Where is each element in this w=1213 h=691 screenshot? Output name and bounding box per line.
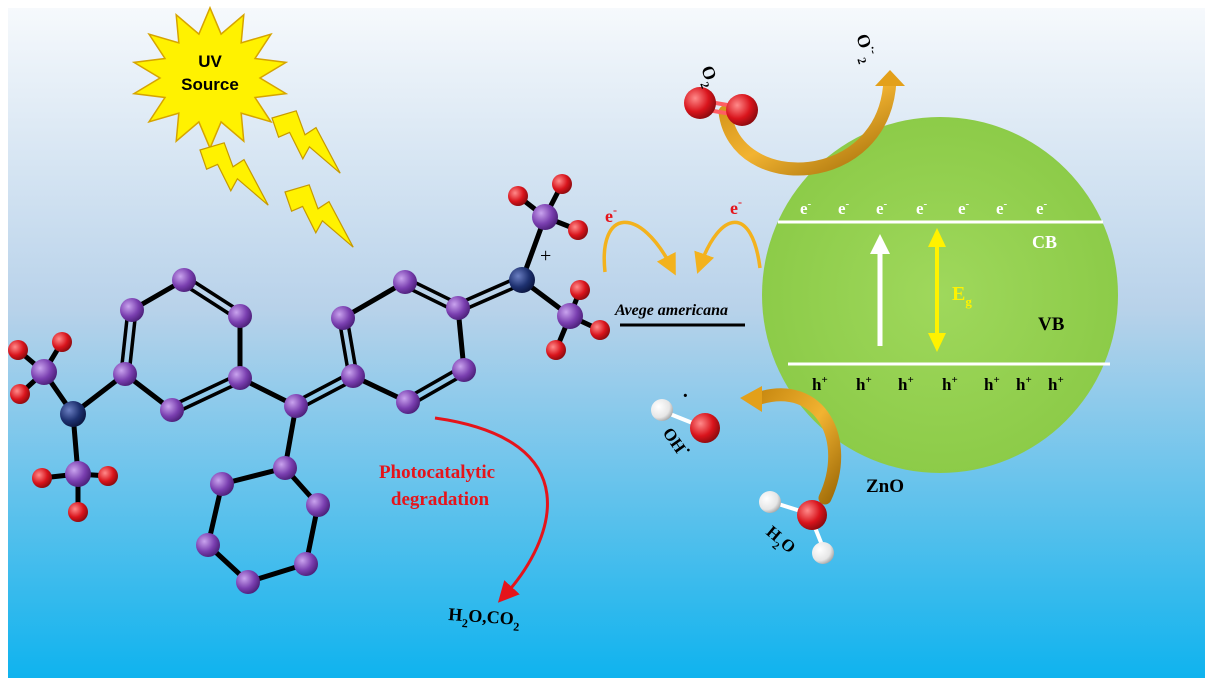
atom-o4 <box>32 468 52 488</box>
band-gap-label: Eg <box>952 283 972 309</box>
atom-o9 <box>568 220 588 240</box>
atom-o11 <box>590 320 610 340</box>
atom-c17 <box>446 296 470 320</box>
atom-c3 <box>228 366 252 390</box>
superoxide-arrowhead <box>875 70 905 86</box>
atom-c7 <box>284 394 308 418</box>
electron-transfer-arrow-2 <box>694 220 762 274</box>
water-oxygen-atom <box>797 500 827 530</box>
atom-c18 <box>393 270 417 294</box>
bond-3-a <box>169 372 240 408</box>
atom-o8 <box>552 174 572 194</box>
o2-oxygen-atom-2 <box>726 94 758 126</box>
vb-hole-1: h+ <box>812 374 828 394</box>
atom-c8 <box>273 456 297 480</box>
atom-c11 <box>236 570 260 594</box>
atom-c9 <box>306 493 330 517</box>
water-hydrogen-atom-2 <box>812 542 834 564</box>
lightning-bolt-1 <box>271 110 341 174</box>
atom-c13 <box>210 472 234 496</box>
degradation-arrow <box>434 416 549 603</box>
superoxide-formation-arrow <box>718 73 897 176</box>
atom-p4 <box>557 303 583 329</box>
atom-o7 <box>508 186 528 206</box>
atom-o3 <box>10 384 30 404</box>
vb-hole-5: h+ <box>984 374 1000 394</box>
hydroxyl-formation-arrow <box>753 388 842 505</box>
cb-label: CB <box>1032 232 1057 252</box>
atom-c2 <box>228 304 252 328</box>
atom-c15 <box>396 390 420 414</box>
zno-label: ZnO <box>866 476 904 497</box>
uv-light-bolts <box>199 110 354 248</box>
vb-hole-7: h+ <box>1048 374 1064 394</box>
atom-p3 <box>532 204 558 230</box>
uv-source-line1: UV <box>198 52 222 71</box>
atom-p2 <box>65 461 91 487</box>
cb-electron-7: e- <box>1036 198 1048 218</box>
atom-c6 <box>120 298 144 322</box>
atom-o2 <box>52 332 72 352</box>
atom-o1 <box>8 340 28 360</box>
dye-name-label: Avege americana <box>614 302 728 319</box>
conduction-band-electrons: e-e-e-e-e-e-e- <box>800 198 1048 218</box>
cb-electron-5: e- <box>958 198 970 218</box>
hydroxyl-oxygen-atom <box>690 413 720 443</box>
molecule-atoms <box>8 174 610 594</box>
lightning-bolt-2 <box>199 142 269 206</box>
valence-band-holes: h+ h+ h+ h+ h+ h+ h+ <box>812 374 1064 394</box>
atom-c19 <box>331 306 355 330</box>
hydroxyl-radical-dot: · <box>682 385 689 407</box>
degradation-products: H2O,CO2 <box>447 604 520 634</box>
atom-n2 <box>509 267 535 293</box>
cb-electron-4: e- <box>916 198 928 218</box>
atom-o5 <box>98 466 118 486</box>
vb-label: VB <box>1038 314 1065 335</box>
transfer-electron-2: e- <box>730 195 742 218</box>
atom-o10 <box>546 340 566 360</box>
superoxide-label: O·-2 <box>848 30 883 65</box>
cb-electron-2: e- <box>838 198 850 218</box>
excitation-arrowhead <box>870 234 890 254</box>
atom-c12 <box>196 533 220 557</box>
degradation-label-line1: Photocatalytic <box>379 462 495 483</box>
hydroxyl-arrowhead <box>740 386 762 412</box>
atom-c1 <box>172 268 196 292</box>
vb-hole-2: h+ <box>856 374 872 394</box>
bond-3-b <box>172 380 243 416</box>
atom-c16 <box>452 358 476 382</box>
atom-c14 <box>341 364 365 388</box>
dye-charge: + <box>540 245 551 267</box>
o2-oxygen-atom-1 <box>684 87 716 119</box>
cb-electron-1: e- <box>800 198 812 218</box>
atom-o6 <box>68 502 88 522</box>
hydroxyl-hydrogen-atom <box>651 399 673 421</box>
band-gap-arrowhead-top <box>928 228 946 247</box>
band-gap-arrowhead-bottom <box>928 333 946 352</box>
atom-c4 <box>160 398 184 422</box>
cb-electron-3: e- <box>876 198 888 218</box>
vb-hole-6: h+ <box>1016 374 1032 394</box>
uv-source-line2: Source <box>181 75 239 94</box>
atom-n1 <box>60 401 86 427</box>
vb-hole-4: h+ <box>942 374 958 394</box>
electron-transfer-arrow-1 <box>602 220 676 276</box>
cb-electron-6: e- <box>996 198 1008 218</box>
transfer-electron-1: e- <box>605 203 617 226</box>
atom-o12 <box>570 280 590 300</box>
degradation-label-line2: degradation <box>391 489 490 510</box>
lightning-bolt-3 <box>284 184 354 248</box>
atom-p1 <box>31 359 57 385</box>
atom-c5 <box>113 362 137 386</box>
water-hydrogen-atom-1 <box>759 491 781 513</box>
o2-label: O2 <box>692 63 722 90</box>
zno-catalyst-particle <box>762 117 1118 473</box>
vb-hole-3: h+ <box>898 374 914 394</box>
atom-c10 <box>294 552 318 576</box>
